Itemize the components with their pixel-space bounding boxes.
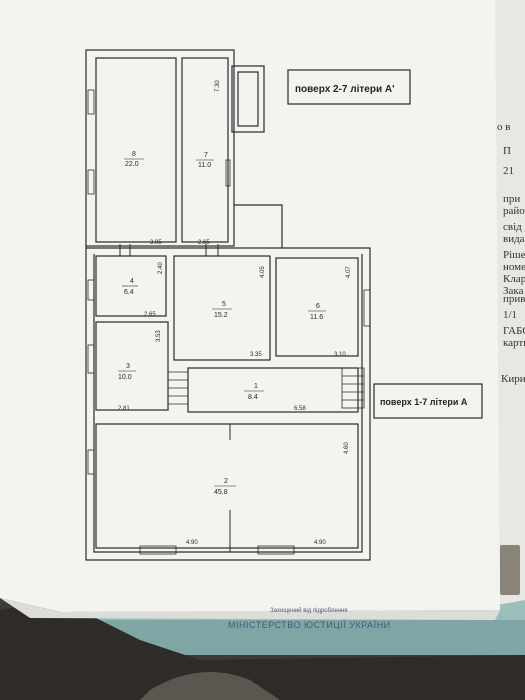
right-page-text: картк <box>503 337 525 349</box>
right-page-text: 1/1 <box>503 309 517 321</box>
dimension-label: 3.35 <box>250 352 262 358</box>
right-page-text: прив <box>503 293 525 305</box>
dimension-label: 2.81 <box>118 406 130 412</box>
room-6-area: 11.6 <box>310 314 323 321</box>
room-2-number: 2 <box>224 478 228 485</box>
room-5-number: 5 <box>222 301 226 308</box>
room-1-number: 1 <box>254 383 258 390</box>
room-4-number: 4 <box>130 278 134 285</box>
room-2-area: 45.8 <box>214 489 228 496</box>
dimension-label: 4.07 <box>346 266 352 278</box>
dimension-label: 4.90 <box>314 540 326 546</box>
right-page-text: 21 <box>503 165 514 177</box>
right-page-text: вида <box>503 233 525 245</box>
protection-text: Захищений від підроблення <box>270 607 348 614</box>
dimension-label: 3.10 <box>334 352 346 358</box>
right-page-text: свід <box>503 221 522 233</box>
right-page-text: П <box>503 145 511 157</box>
right-page-text: Зака <box>503 285 524 297</box>
room-3-number: 3 <box>126 363 130 370</box>
right-page-text: о в <box>497 121 510 133</box>
room-4-area: 6.4 <box>124 289 134 296</box>
room-1-area: 8.4 <box>248 394 258 401</box>
right-page-text: при <box>503 193 520 205</box>
svg-text:поверх 2-7 літери А': поверх 2-7 літери А' <box>295 84 395 95</box>
dimension-label: 7.30 <box>215 80 221 92</box>
fabric-background <box>0 600 525 700</box>
dimension-label: 3.05 <box>150 240 162 246</box>
dimension-label: 4.05 <box>260 266 266 278</box>
room-7-number: 7 <box>204 152 208 159</box>
ministry-stamp-text: МІНІСТЕРСТВО ЮСТИЦІЇ УКРАЇНИ <box>228 620 391 630</box>
svg-text:поверх 1-7 літери А: поверх 1-7 літери А <box>380 397 468 407</box>
right-page-text: Кири <box>501 373 525 385</box>
right-page-text: Клар <box>503 273 525 285</box>
room-6-number: 6 <box>316 303 320 310</box>
right-page-text: ГАБО <box>503 325 525 337</box>
room-7-area: 11.0 <box>198 162 211 169</box>
dimension-label: 2.40 <box>158 262 164 274</box>
floor-label-top: поверх 2-7 літери А' <box>287 69 411 105</box>
paper-sheet <box>0 0 500 612</box>
dimension-label: 4.90 <box>186 540 198 546</box>
paper-clip <box>500 545 520 595</box>
dimension-label: 4.60 <box>344 442 350 454</box>
dimension-label: 2.65 <box>198 240 210 246</box>
room-8-number: 8 <box>132 151 136 158</box>
right-page-text: номе <box>503 261 525 273</box>
room-8-area: 22.0 <box>125 161 139 168</box>
room-5-area: 15.2 <box>214 312 228 319</box>
right-page-text: Ріше <box>503 249 525 261</box>
dimension-label: 2.65 <box>144 312 156 318</box>
dimension-label: 3.53 <box>156 330 162 342</box>
room-3-area: 10.0 <box>118 374 132 381</box>
right-page-text: райо <box>503 205 525 217</box>
dimension-label: 6.58 <box>294 406 306 412</box>
floor-label-mid: поверх 1-7 літери А <box>373 383 483 419</box>
